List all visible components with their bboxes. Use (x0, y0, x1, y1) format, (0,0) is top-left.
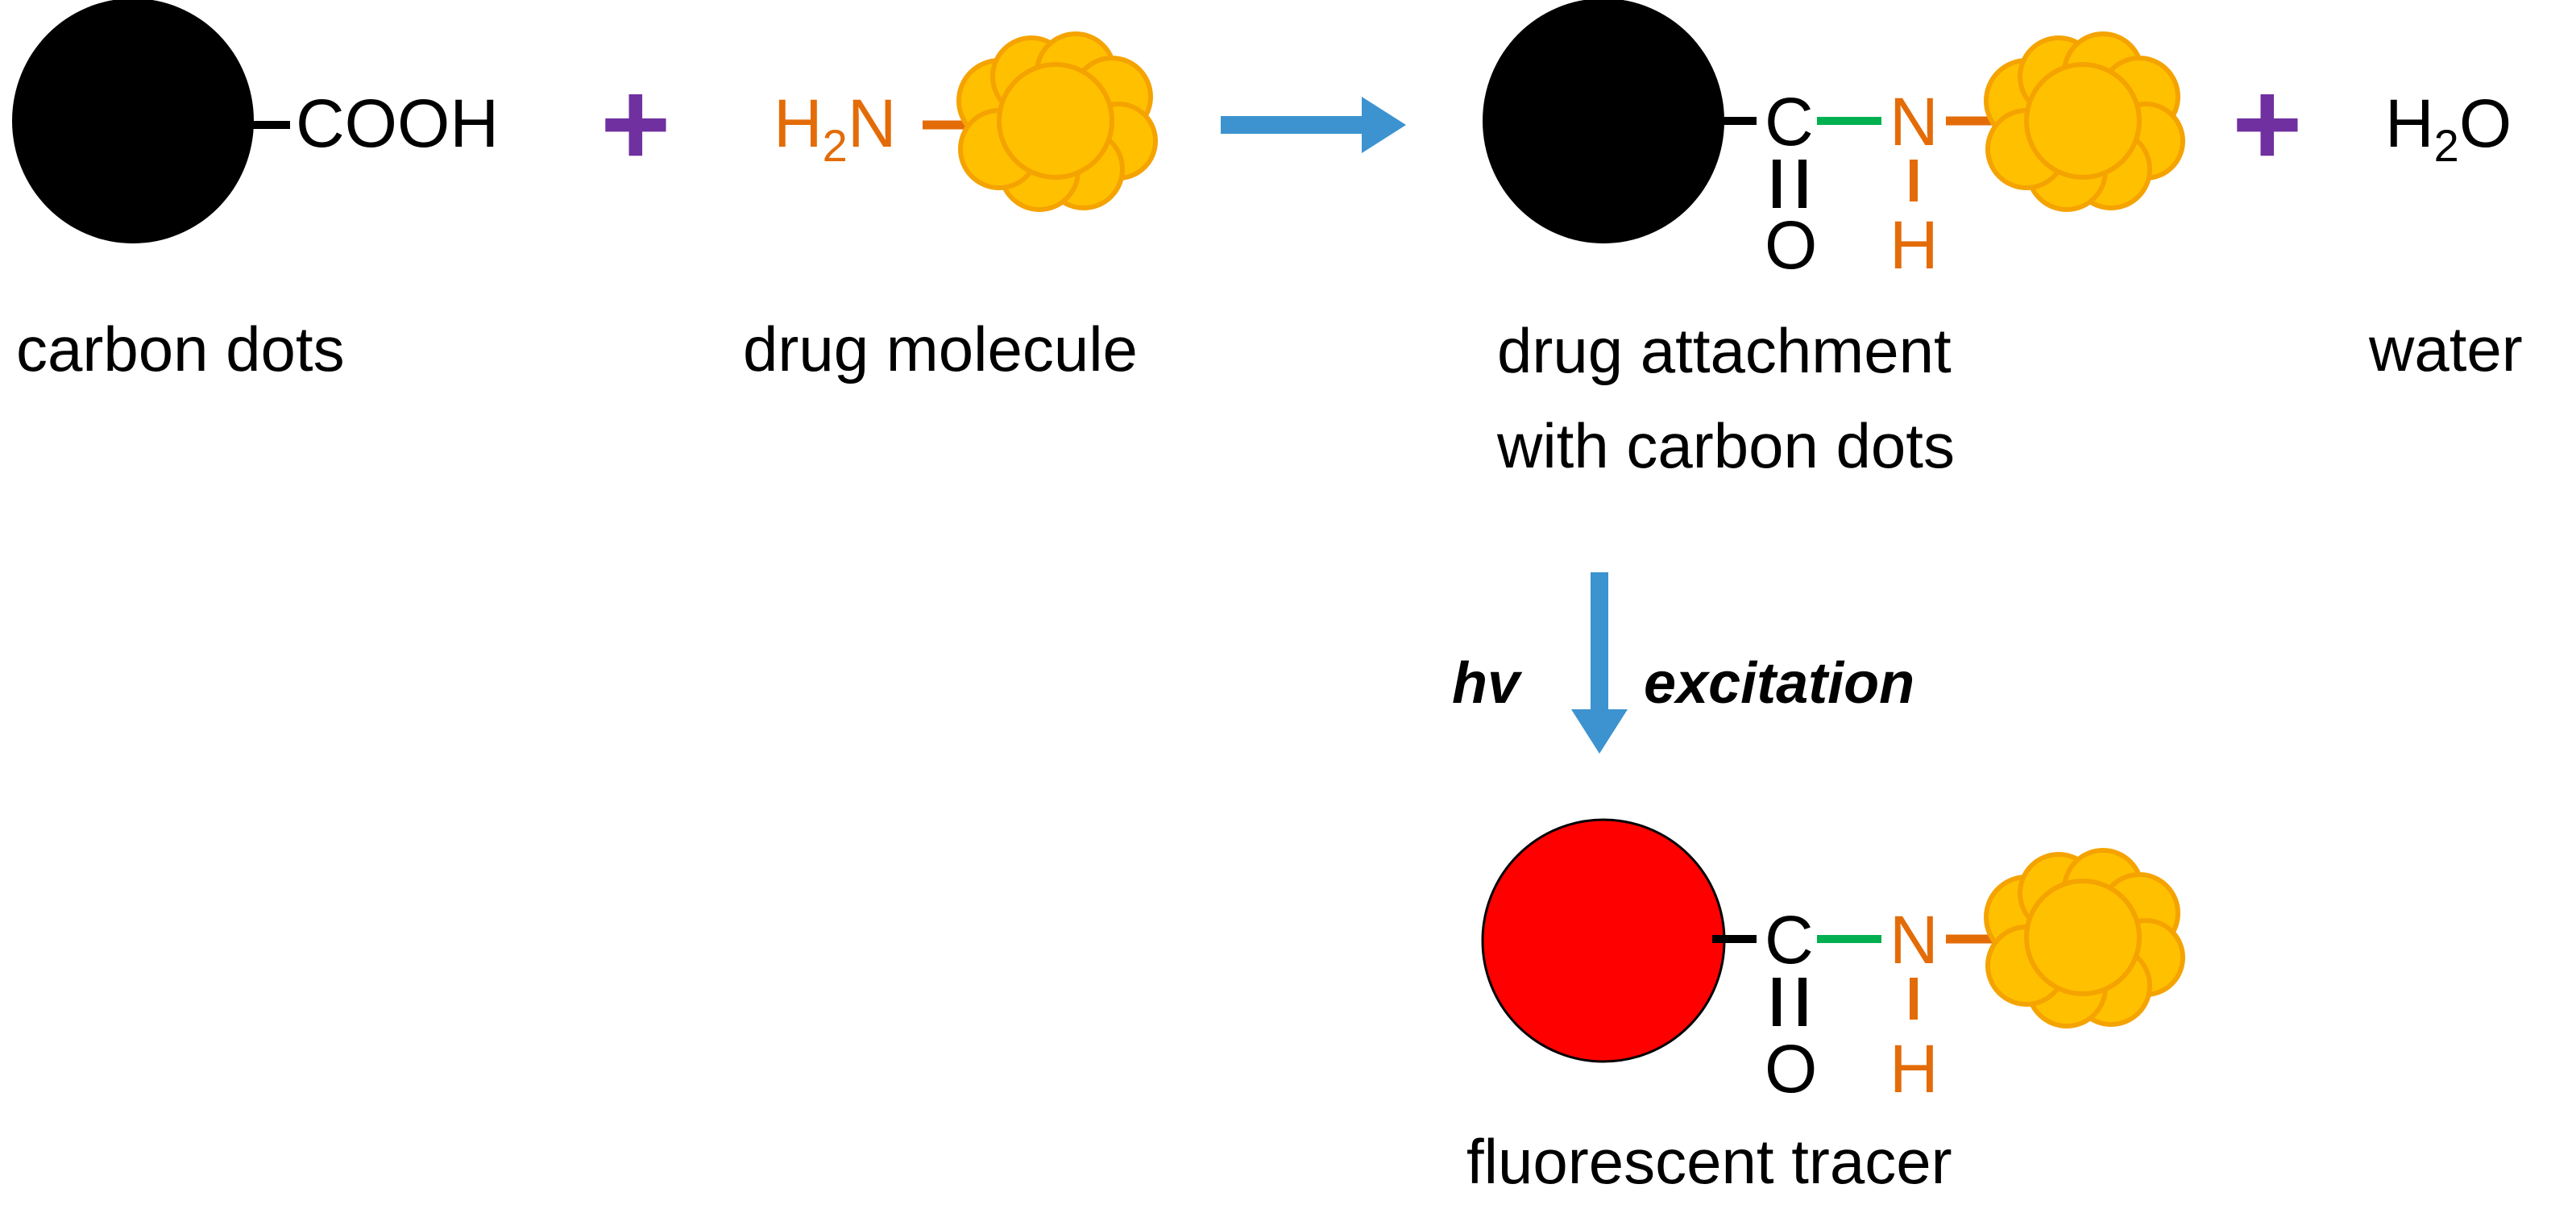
plus-sign-2: + (2232, 56, 2303, 191)
carbon-dot-reactant: COOH carbon dots (12, 0, 499, 384)
carbon-dot (1483, 0, 1724, 243)
drug-cloud (1986, 850, 2183, 1026)
carbonyl-oxygen: O (1765, 1031, 1817, 1107)
conjugate-product: C O N H drug attachment with carbon dots (1483, 0, 2183, 481)
reaction-arrow (1221, 97, 1406, 153)
hv-label: hv (1452, 651, 1523, 716)
amide-hydrogen: H (1889, 1031, 1939, 1107)
water-product: H2O water (2368, 85, 2523, 384)
amine-group: H2N (774, 85, 897, 171)
plus-sign-1: + (600, 56, 671, 191)
drug-molecule-label: drug molecule (743, 314, 1138, 384)
amide-nitrogen: N (1889, 902, 1939, 978)
carbonyl-carbon: C (1765, 902, 1814, 978)
conjugate-label-line1: drug attachment (1497, 315, 1952, 386)
carbon-dot (12, 0, 254, 243)
conjugate-label-line2: with carbon dots (1496, 410, 1955, 481)
drug-cloud (1986, 34, 2183, 210)
excitation-label: excitation (1644, 651, 1914, 716)
fluorescent-tracer: C O N H fluorescent tracer (1466, 818, 2183, 1197)
excitation-step: hv excitation (1452, 572, 1914, 754)
carbonyl-carbon: C (1765, 84, 1814, 160)
fluorescent-tracer-label: fluorescent tracer (1466, 1126, 1952, 1197)
water-formula: H2O (2385, 85, 2512, 171)
drug-molecule-reactant: H2N drug molecule (743, 34, 1155, 384)
fluorescent-dot (1481, 818, 1726, 1063)
drug-cloud (959, 34, 1155, 210)
carboxyl-group: COOH (296, 85, 499, 161)
amide-nitrogen: N (1889, 84, 1939, 160)
water-label: water (2368, 314, 2523, 384)
excitation-arrow-head (1571, 709, 1628, 754)
amide-hydrogen: H (1889, 207, 1939, 283)
carbonyl-oxygen: O (1765, 207, 1817, 283)
carbon-dots-label: carbon dots (16, 314, 345, 384)
